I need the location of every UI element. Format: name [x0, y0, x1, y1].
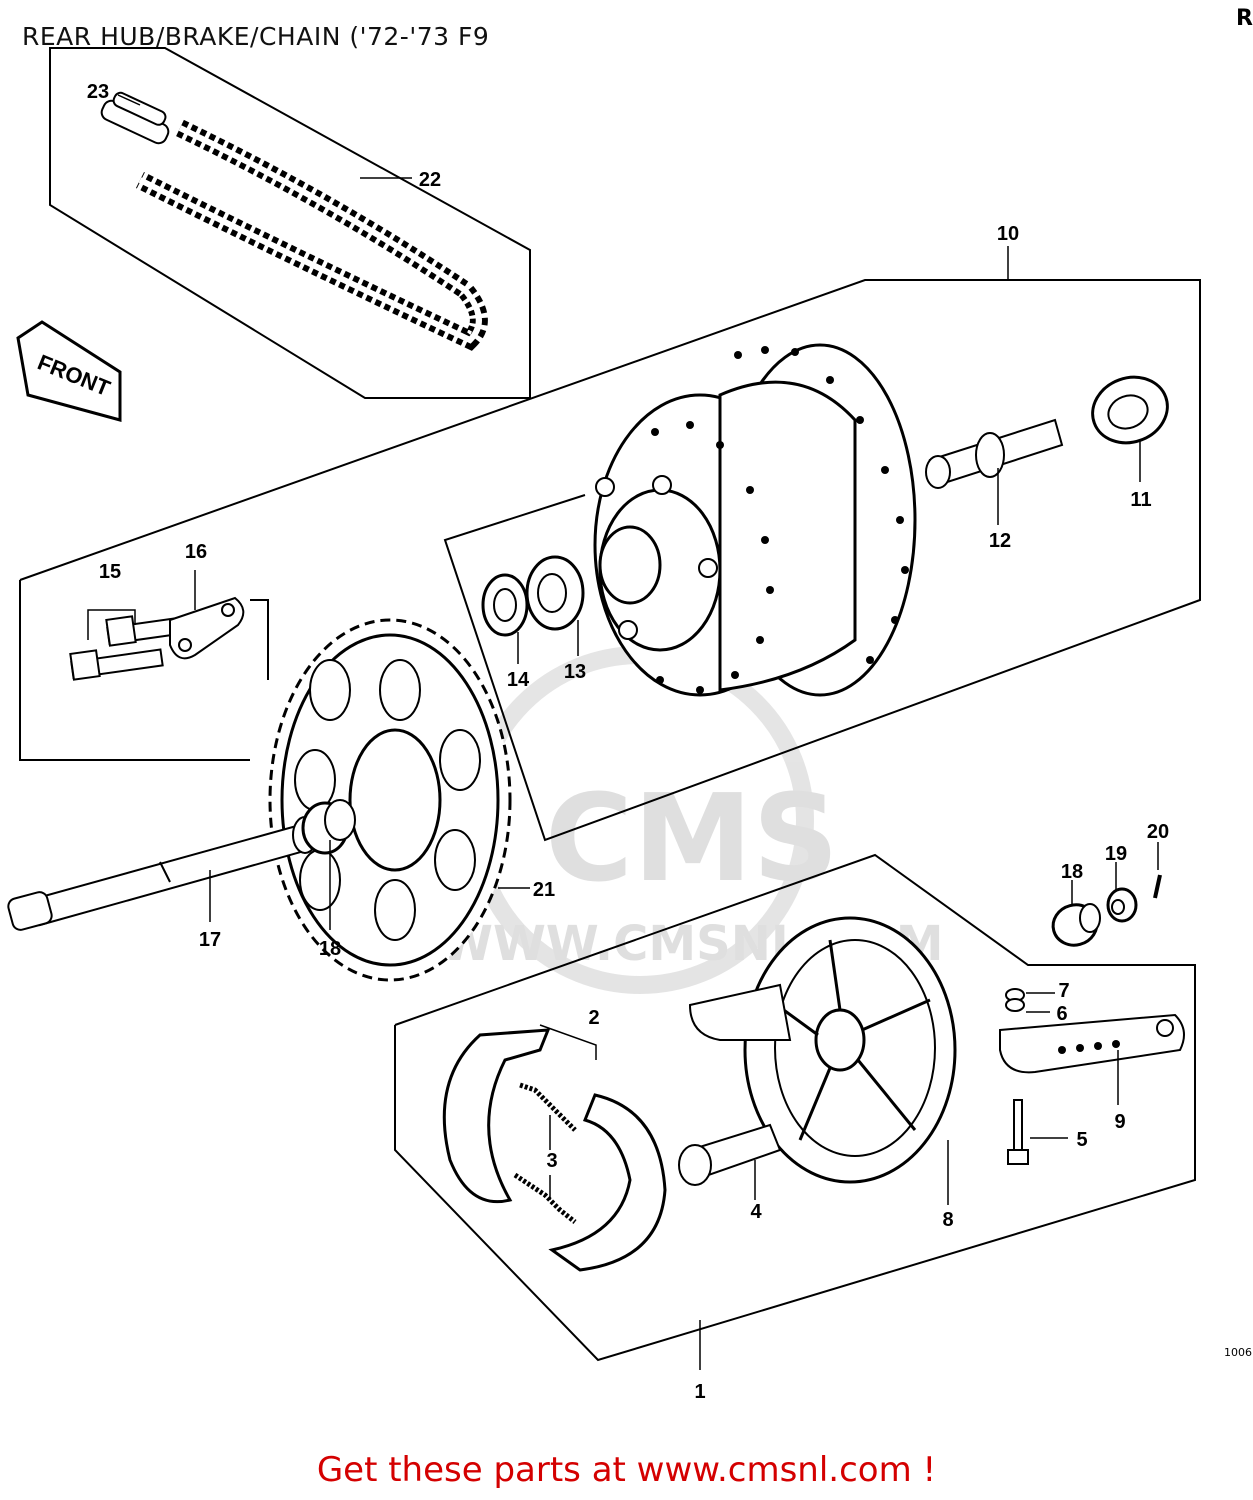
callout-18b: 18	[1061, 861, 1083, 883]
leader-15	[87, 609, 136, 640]
callout-4: 4	[750, 1201, 762, 1223]
hub-drum	[718, 380, 857, 692]
arm-nut-washer	[1005, 988, 1025, 1012]
hub-box	[19, 279, 1201, 842]
sprocket-mount-studs	[595, 475, 718, 640]
callout-5: 5	[1076, 1129, 1087, 1151]
hub-box-left	[19, 580, 250, 761]
callout-7: 7	[1058, 980, 1069, 1002]
bearing-11	[1091, 375, 1169, 445]
oil-seal-14	[481, 573, 529, 637]
brake-panel-boss	[814, 1008, 866, 1072]
chain-group	[49, 47, 531, 399]
front-arrow: FRONT	[16, 320, 122, 422]
lock-plate	[169, 596, 245, 660]
cta-link[interactable]: Get these parts at www.cmsnl.com !	[316, 1450, 937, 1490]
driven-sprocket	[268, 618, 512, 982]
axle-collar-18	[301, 799, 356, 855]
watermark-brand: CMS	[545, 770, 839, 909]
callout-20: 20	[1147, 821, 1169, 843]
drive-chain	[135, 119, 488, 351]
callout-12: 12	[989, 530, 1011, 552]
axle-spacer	[925, 418, 1064, 489]
bolt-box	[250, 599, 269, 680]
callout-9: 9	[1114, 1111, 1125, 1133]
callout-19: 19	[1105, 843, 1127, 865]
brake-arm	[999, 1013, 1185, 1074]
parts-diagram: CMS WWW.CMSNL.COM FRONT	[7, 47, 1201, 1403]
callout-3: 3	[546, 1150, 557, 1172]
hub-bore	[598, 525, 662, 605]
callout-10: 10	[997, 223, 1019, 245]
brake-panel-arm	[688, 983, 792, 1041]
hub-assembly-group	[19, 246, 1201, 842]
corner-mark: R	[1236, 6, 1253, 31]
axle-collar-18b	[1051, 903, 1101, 947]
callout-1: 1	[694, 1381, 705, 1403]
brake-box	[394, 853, 1196, 1362]
callout-16: 16	[185, 541, 207, 563]
rear-axle	[7, 816, 318, 931]
bearing-13	[525, 555, 585, 631]
diagram-code: 1006	[1224, 1346, 1252, 1359]
callout-13: 13	[564, 661, 586, 683]
axle-nut-19	[1106, 887, 1138, 923]
brake-springs	[513, 1082, 577, 1224]
callout-6: 6	[1056, 1003, 1067, 1025]
cotter-pin-20	[1153, 874, 1162, 899]
callout-2: 2	[588, 1007, 599, 1029]
diagram-title: REAR HUB/BRAKE/CHAIN ('72-'73 F9	[22, 22, 490, 51]
sprocket-center	[348, 728, 442, 872]
master-link	[100, 91, 170, 145]
callout-17: 17	[199, 929, 221, 951]
brake-panel-group	[394, 853, 1196, 1370]
drive-chain-inner	[138, 125, 482, 344]
arm-bolt	[1007, 1099, 1029, 1165]
leader-2	[539, 1024, 597, 1060]
front-arrow-shape	[16, 320, 122, 422]
callout-14: 14	[507, 669, 530, 691]
callout-21: 21	[533, 879, 555, 901]
brake-shoes	[442, 1028, 667, 1272]
callout-11: 11	[1130, 489, 1151, 511]
callout-8: 8	[942, 1209, 953, 1231]
callout-18a: 18	[319, 938, 341, 960]
brake-cam	[678, 1123, 782, 1186]
hub-spoke-holes	[651, 346, 909, 694]
callout-22: 22	[419, 169, 441, 191]
leader-23	[117, 94, 141, 106]
callout-15: 15	[99, 561, 121, 583]
callout-23: 23	[87, 81, 109, 103]
